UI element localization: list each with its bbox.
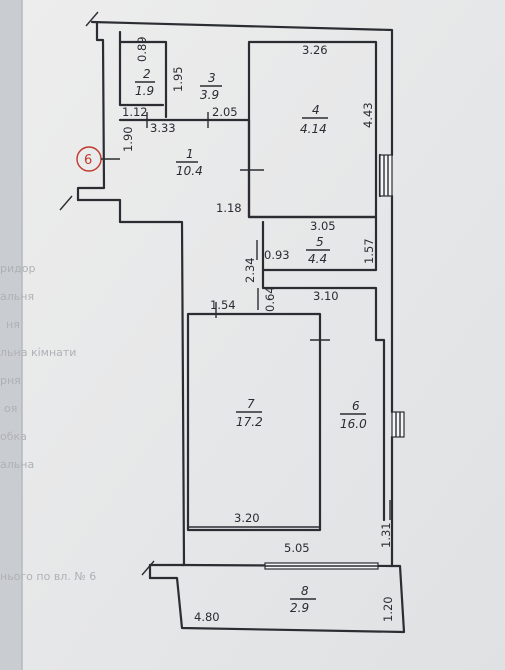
dimension-label: 1.57 bbox=[362, 238, 376, 264]
dimension-label: 1.31 bbox=[379, 522, 393, 548]
dimension-label: 1.95 bbox=[171, 66, 185, 92]
bg-text: нього по вл. № 6 bbox=[0, 570, 96, 583]
bg-text: ридор bbox=[0, 262, 35, 275]
room-number: 1 bbox=[186, 147, 194, 161]
room-area: 16.0 bbox=[340, 417, 367, 431]
dimension-label: 4.43 bbox=[361, 102, 375, 128]
room-area: 4.4 bbox=[308, 252, 327, 266]
dimension-label: 2.34 bbox=[243, 257, 257, 283]
dimension-label: 3.10 bbox=[313, 289, 339, 303]
dimension-labels: 0.89 1.95 3.26 4.43 1.12 3.33 2.05 1.90 … bbox=[121, 36, 395, 624]
room-number: 8 bbox=[301, 584, 309, 598]
room-number: 6 bbox=[352, 399, 360, 413]
room-area: 10.4 bbox=[176, 164, 203, 178]
dimension-label: 0.64 bbox=[263, 286, 277, 312]
room-area: 4.14 bbox=[300, 122, 327, 136]
marker-label: 6 bbox=[84, 153, 92, 168]
bg-text: льна кімнати bbox=[0, 346, 76, 359]
bg-text: обка bbox=[0, 430, 27, 443]
dimension-label: 3.26 bbox=[302, 43, 328, 57]
dimension-label: 1.20 bbox=[381, 596, 395, 622]
dimension-ticks bbox=[59, 11, 330, 576]
bg-text: оя bbox=[4, 402, 17, 415]
dimension-label: 3.33 bbox=[150, 121, 176, 135]
room-area: 1.9 bbox=[135, 84, 154, 98]
section-marker: 6 bbox=[76, 146, 120, 172]
dimension-label: 0.89 bbox=[135, 36, 149, 62]
dimension-label: 1.12 bbox=[122, 105, 148, 119]
dimension-label: 3.20 bbox=[234, 511, 260, 525]
bg-text: альна bbox=[0, 458, 34, 471]
dimension-label: 2.05 bbox=[212, 105, 238, 119]
room-number: 7 bbox=[247, 397, 255, 411]
dimension-label: 5.05 bbox=[284, 541, 310, 555]
room-number: 4 bbox=[312, 103, 320, 117]
dimension-label: 0.93 bbox=[264, 248, 290, 262]
dimension-label: 1.90 bbox=[121, 126, 135, 152]
dimension-label: 3.05 bbox=[310, 219, 336, 233]
dimension-label: 4.80 bbox=[194, 610, 220, 624]
bg-text: ня bbox=[6, 318, 20, 331]
room-number: 5 bbox=[316, 235, 324, 249]
openings bbox=[264, 154, 405, 570]
room-area: 17.2 bbox=[236, 415, 263, 429]
bg-text: рня bbox=[0, 374, 21, 387]
dimension-label: 1.18 bbox=[216, 201, 242, 215]
room-labels: 1 10.4 2 1.9 3 3.9 4 4.14 5 4.4 6 16.0 7… bbox=[135, 67, 367, 615]
room-number: 3 bbox=[208, 71, 216, 85]
bg-text: альня bbox=[0, 290, 34, 303]
dimension-label: 1.54 bbox=[210, 298, 236, 312]
room-area: 2.9 bbox=[290, 601, 309, 615]
room-area: 3.9 bbox=[200, 88, 219, 102]
room-number: 2 bbox=[143, 67, 151, 81]
